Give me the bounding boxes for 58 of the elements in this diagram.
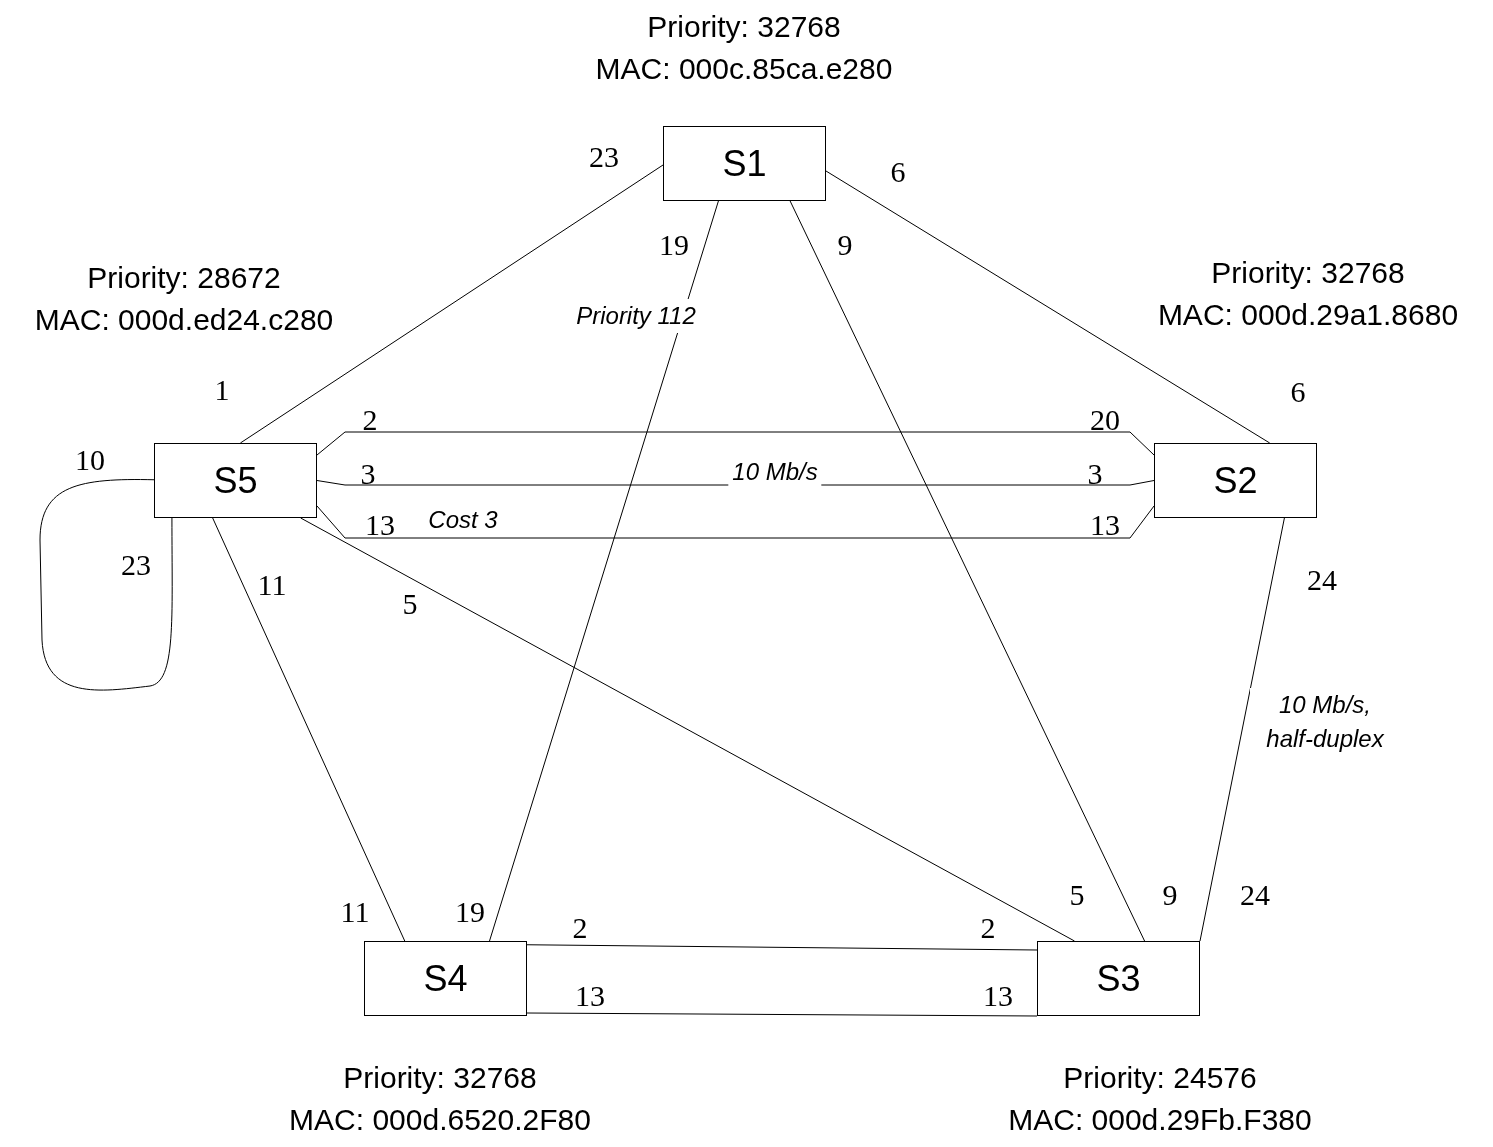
port-number: 5 bbox=[402, 589, 418, 619]
port-number: 24 bbox=[1240, 880, 1270, 910]
port-number: 5 bbox=[1069, 880, 1085, 910]
port-number: 13 bbox=[1090, 510, 1120, 540]
port-number: 13 bbox=[983, 981, 1013, 1011]
port-number: 3 bbox=[360, 459, 376, 489]
switch-info: MAC: 000d.6520.2F80 bbox=[289, 1102, 591, 1138]
port-number: 9 bbox=[1162, 880, 1178, 910]
link-line bbox=[526, 1012, 1038, 1017]
port-number: 13 bbox=[575, 981, 605, 1011]
switch-name: S5 bbox=[213, 462, 258, 499]
switch-info: MAC: 000d.29a1.8680 bbox=[1157, 297, 1459, 333]
switch-info: Priority: 24576 bbox=[1063, 1060, 1257, 1096]
link-line bbox=[825, 170, 1271, 444]
link-line bbox=[316, 431, 1155, 456]
link-line bbox=[239, 164, 664, 444]
link-line bbox=[316, 505, 1155, 539]
port-number: 6 bbox=[1290, 377, 1306, 407]
switch-box bbox=[663, 126, 826, 201]
port-number: 2 bbox=[362, 405, 378, 435]
switch-info: Priority: 32768 bbox=[343, 1060, 537, 1096]
port-number: 19 bbox=[659, 230, 689, 260]
switch-info: Priority: 28672 bbox=[87, 260, 281, 296]
link-line bbox=[489, 200, 719, 942]
link-line bbox=[212, 517, 406, 942]
switch-info: MAC: 000c.85ca.e280 bbox=[595, 51, 893, 87]
switch-name: S2 bbox=[1213, 462, 1258, 499]
switch-box bbox=[364, 941, 527, 1016]
switch-box bbox=[1154, 443, 1317, 518]
switch-info: MAC: 000d.ed24.c280 bbox=[34, 302, 334, 338]
link-line bbox=[39, 479, 173, 691]
port-number: 2 bbox=[980, 913, 996, 943]
link-line bbox=[789, 200, 1146, 942]
port-number: 13 bbox=[365, 510, 395, 540]
port-number: 10 bbox=[75, 445, 105, 475]
switch-name: S3 bbox=[1096, 960, 1141, 997]
port-number: 23 bbox=[121, 550, 151, 580]
switch-info: Priority: 32768 bbox=[1211, 255, 1405, 291]
port-number: 20 bbox=[1090, 405, 1120, 435]
port-number: 11 bbox=[340, 897, 370, 927]
port-number: 11 bbox=[257, 570, 287, 600]
port-number: 1 bbox=[214, 375, 230, 405]
switch-box bbox=[154, 443, 317, 518]
link-line bbox=[1199, 517, 1285, 942]
port-number: 9 bbox=[837, 230, 853, 260]
switch-info: MAC: 000d.29Fb.F380 bbox=[1008, 1102, 1312, 1138]
link-line bbox=[526, 944, 1038, 951]
port-number: 19 bbox=[455, 897, 485, 927]
port-number: 23 bbox=[589, 142, 619, 172]
switch-name: S1 bbox=[722, 145, 767, 182]
switch-info: Priority: 32768 bbox=[647, 9, 841, 45]
port-number: 6 bbox=[890, 157, 906, 187]
port-number: 2 bbox=[572, 913, 588, 943]
switch-box bbox=[1037, 941, 1200, 1016]
link-line bbox=[300, 517, 1075, 942]
port-number: 24 bbox=[1307, 565, 1337, 595]
switch-name: S4 bbox=[423, 960, 468, 997]
port-number: 3 bbox=[1087, 459, 1103, 489]
